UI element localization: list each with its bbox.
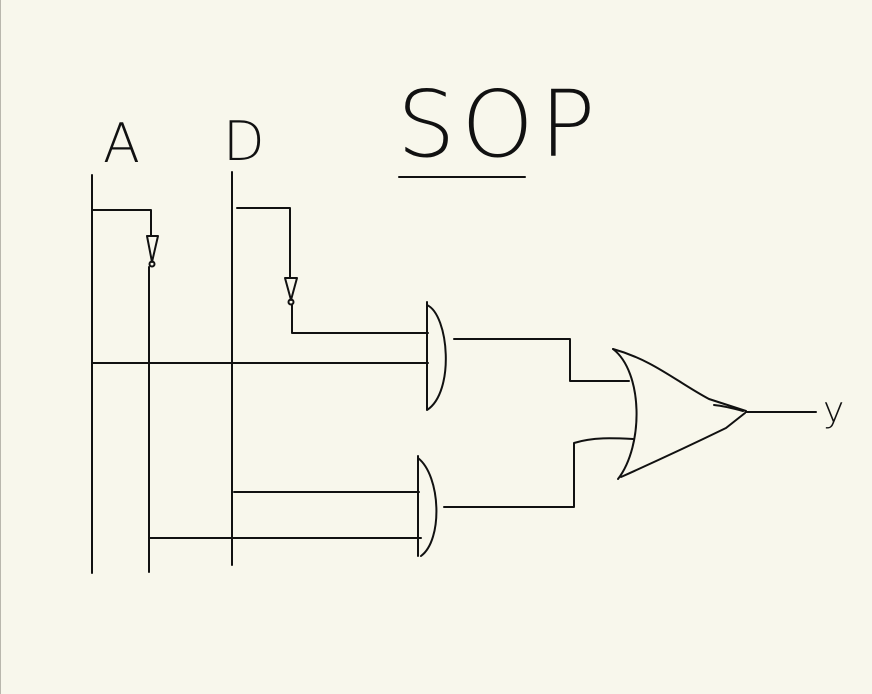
input-label-d: D [223,110,265,173]
inverter-d-triangle [284,277,298,301]
inverter-d-bubble [287,298,295,306]
inverter-a-triangle [146,235,159,263]
wire-d-not-to-and1 [291,304,429,334]
or-gate-top-curve [612,348,747,412]
output-label-y: y [823,390,844,431]
wire-and1-to-or [453,338,630,382]
and-gate-2 [417,455,438,557]
inverter-a-bubble [148,260,156,268]
input-label-a: A [103,112,140,175]
diagram-title: SOP [397,71,601,178]
wire-a-to-inverter [91,209,152,237]
or-gate-back [612,348,638,480]
wire-and2-to-or [443,437,634,508]
and-gate-1 [426,301,447,411]
or-gate-tip-stroke [713,404,744,412]
or-gate-bottom-curve [620,412,746,478]
wire-d-to-inverter [236,207,291,279]
